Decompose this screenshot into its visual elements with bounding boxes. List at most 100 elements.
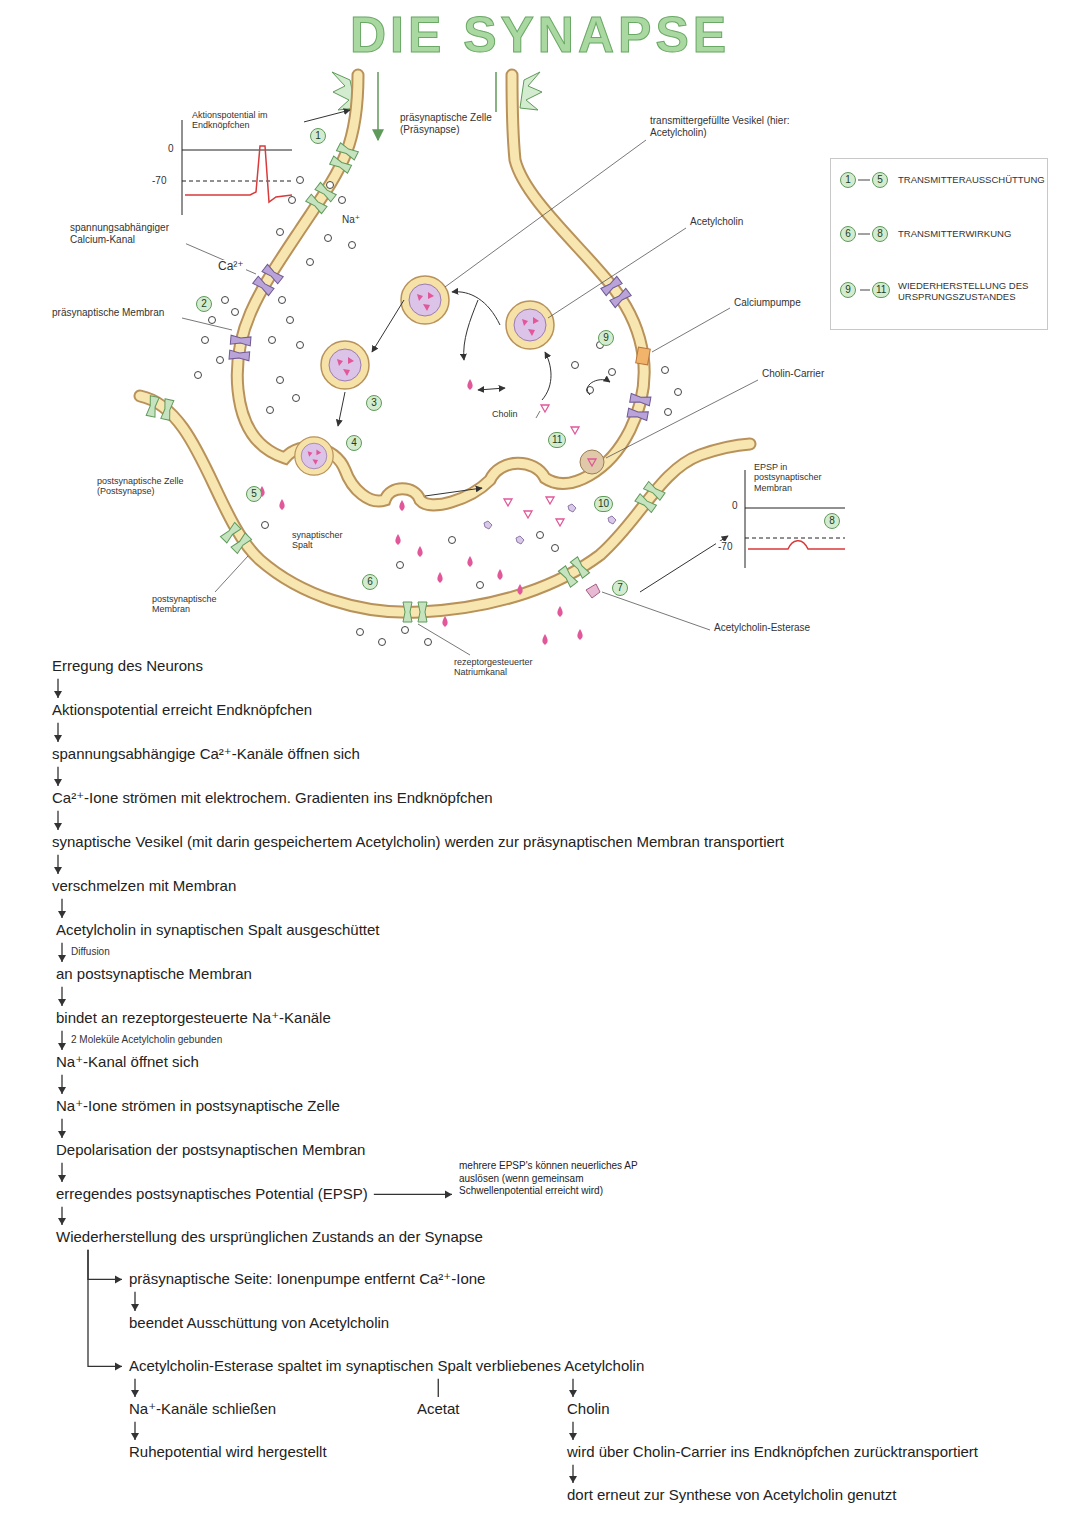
part-label: 0 <box>166 143 176 155</box>
part-label: rezeptorgesteuerter Natriumkanal <box>452 657 576 678</box>
legend-number: 9 <box>840 282 856 298</box>
arrow-head <box>115 1275 122 1283</box>
arrow-head <box>54 823 62 830</box>
part-label: präsynaptische Zelle (Präsynapse) <box>398 112 502 135</box>
flow-arrow <box>58 1031 66 1050</box>
part-label: 0 <box>730 500 740 512</box>
arrow-head <box>445 1190 452 1198</box>
flow-arrow <box>569 1422 577 1440</box>
callout-number: 4 <box>346 435 362 451</box>
part-label: präsynaptische Membran <box>50 307 166 319</box>
legend-number: 8 <box>872 226 888 242</box>
part-label: Calciumpumpe <box>732 297 803 309</box>
leader-lines <box>182 140 758 655</box>
flow-arrow <box>88 1250 122 1371</box>
vesicles <box>295 276 604 475</box>
step-text: Na⁺-Kanäle schließen <box>129 1400 276 1419</box>
flow-arrow <box>54 723 62 742</box>
part-label: Cholin-Carrier <box>760 368 826 380</box>
step-text: an postsynaptische Membran <box>56 965 252 984</box>
step-text: Na⁺-Kanal öffnet sich <box>56 1053 199 1072</box>
flow-step: verschmelzen mit Membran <box>48 875 240 898</box>
part-label: postsynaptische Zelle (Postsynapse) <box>95 476 191 497</box>
flow-arrow <box>131 1292 139 1311</box>
part-label: synaptischer Spalt <box>290 530 364 551</box>
arrow-head <box>58 1087 66 1094</box>
arrow-head <box>569 1390 577 1397</box>
part-label: Ca²⁺ <box>216 260 246 274</box>
flow-arrow <box>58 1075 66 1094</box>
part-label: transmittergefüllte Vesikel (hier: Acety… <box>648 115 802 138</box>
callout-number: 8 <box>824 513 840 529</box>
flow-step: Na⁺-Kanal öffnet sich <box>52 1051 203 1074</box>
ap-graph <box>182 110 350 215</box>
callout-number: 9 <box>598 330 614 346</box>
part-label: Acetylcholin <box>688 216 745 228</box>
arrow-head <box>58 1175 66 1182</box>
flow-arrow <box>58 987 66 1006</box>
flow-step: Aktionspotential erreicht Endknöpfchen <box>48 699 316 722</box>
flow-arrow <box>131 1422 139 1440</box>
part-label: Acetylcholin-Esterase <box>712 622 812 634</box>
callout-number: 5 <box>246 486 262 502</box>
part-label: Aktionspotential im Endknöpfchen <box>190 110 304 131</box>
legend-number: 1 <box>840 172 856 188</box>
cycle-arrows <box>338 292 610 496</box>
step-text: Acetat <box>417 1400 460 1419</box>
flow-step: Erregung des Neurons <box>48 655 207 678</box>
ions <box>195 177 682 646</box>
legend-number: 11 <box>872 282 890 298</box>
callout-number: 11 <box>548 432 566 448</box>
callout-number: 6 <box>362 574 378 590</box>
transmitters <box>259 379 616 645</box>
flow-step: Depolarisation der postsynaptischen Memb… <box>52 1139 369 1162</box>
flow-step: bindet an rezeptorgesteuerte Na⁺-Kanäle <box>52 1007 335 1030</box>
arrow-head <box>54 867 62 874</box>
flow-step: wird über Cholin-Carrier ins Endknöpfche… <box>563 1441 982 1464</box>
step-text: dort erneut zur Synthese von Acetylcholi… <box>567 1486 896 1505</box>
step-text: wird über Cholin-Carrier ins Endknöpfche… <box>567 1443 978 1462</box>
flow-step: Na⁺-Ione strömen in postsynaptische Zell… <box>52 1095 344 1118</box>
flow-step: an postsynaptische Membran <box>52 963 256 986</box>
part-label: EPSP in postsynaptischer Membran <box>752 462 851 493</box>
legend-text: WIEDERHERSTELLUNG DES URSPRUNGSZUSTANDES <box>898 280 1043 303</box>
step-text: verschmelzen mit Membran <box>52 877 236 896</box>
callout-number: 1 <box>310 128 326 144</box>
flow-arrow <box>58 899 66 918</box>
flow-step: spannungsabhängige Ca²⁺-Kanäle öffnen si… <box>48 743 364 766</box>
flow-step: präsynaptische Seite: Ionenpumpe entfern… <box>125 1268 489 1291</box>
callout-number: 10 <box>594 496 613 512</box>
arrow-line <box>374 1194 452 1195</box>
flow-step: Wiederherstellung des ursprünglichen Zus… <box>52 1226 487 1249</box>
step-text: beendet Ausschüttung von Acetylcholin <box>129 1314 389 1333</box>
flow-arrow <box>374 1190 452 1198</box>
flow-step: Ruhepotential wird hergestellt <box>125 1441 331 1464</box>
step-text: Acetylcholin in synaptischen Spalt ausge… <box>56 921 380 940</box>
flow-step: Na⁺-Kanäle schließen <box>125 1398 280 1421</box>
step-text: mehrere EPSP's können neuerliches AP aus… <box>459 1160 651 1198</box>
flow-arrow <box>58 1207 66 1225</box>
arrow-line <box>438 1379 439 1397</box>
step-text: Na⁺-Ione strömen in postsynaptische Zell… <box>56 1097 340 1116</box>
flow-arrow <box>88 1250 122 1284</box>
flow-arrow <box>58 1163 66 1182</box>
flow-arrow <box>58 1119 66 1138</box>
channels <box>146 143 665 622</box>
page-title: DIE SYNAPSE <box>0 6 1080 64</box>
arrow-head <box>54 691 62 698</box>
arrow-head <box>58 1043 66 1050</box>
arrow-head <box>58 999 66 1006</box>
step-text: erregendes postsynaptisches Potential (E… <box>56 1185 368 1204</box>
step-text: Cholin <box>567 1400 610 1419</box>
step-text: Acetylcholin-Esterase spaltet im synapti… <box>129 1357 644 1376</box>
edge-label: 2 Moleküle Acetylcholin gebunden <box>69 1034 224 1046</box>
arrow-head <box>115 1362 122 1370</box>
flow-step: erregendes postsynaptisches Potential (E… <box>52 1183 372 1206</box>
legend-dashes <box>858 180 870 290</box>
flow-step: synaptische Vesikel (mit darin gespeiche… <box>48 831 788 854</box>
arrow-head <box>131 1390 139 1397</box>
arrow-head <box>58 1131 66 1138</box>
flow-arrow <box>569 1379 577 1397</box>
flow-arrow <box>131 1379 139 1397</box>
